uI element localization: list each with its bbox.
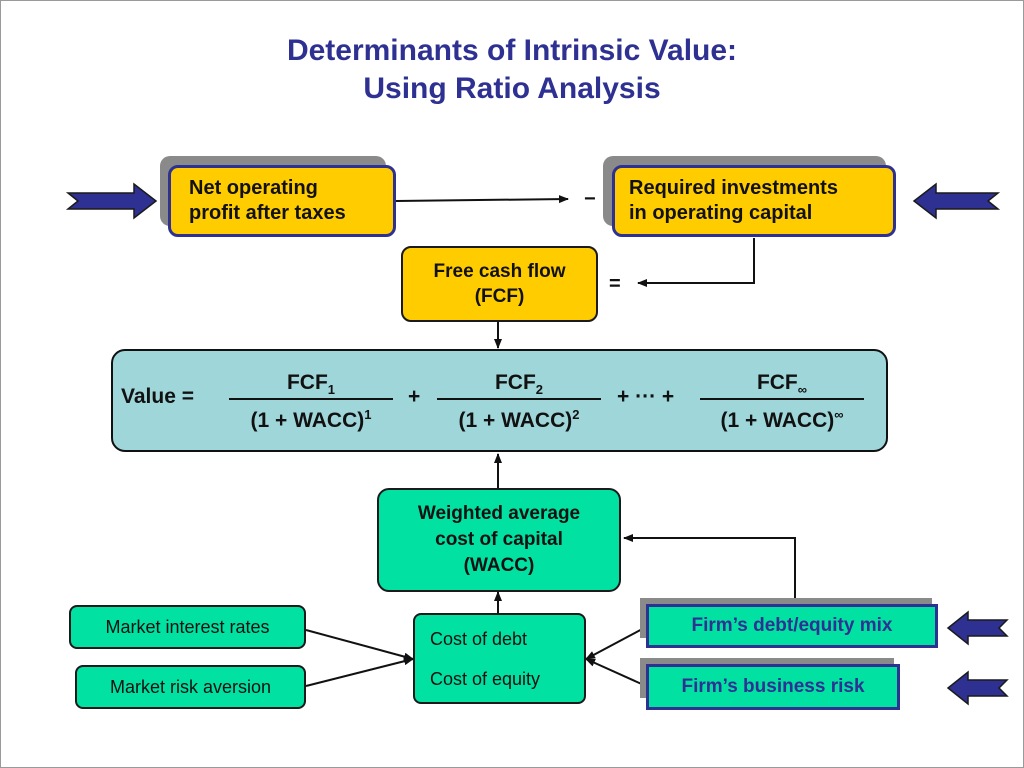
term-1-fraction-bar [229, 398, 393, 400]
investments-line-2: in operating capital [629, 202, 813, 224]
cost-of-equity-label: Cost of equity [430, 668, 541, 689]
slide-title: Determinants of Intrinsic Value: Using R… [0, 32, 1024, 108]
cost-of-capital-components-box: Cost of debt Cost of equity [413, 613, 586, 704]
wacc-line-3: (WACC) [463, 555, 535, 576]
title-line-2: Using Ratio Analysis [363, 72, 661, 105]
market-interest-rates-box: Market interest rates [69, 605, 306, 649]
wacc-box: Weighted average cost of capital (WACC) [377, 488, 621, 592]
formula-term-3: FCF∞ (1 + WACC)∞ [700, 370, 864, 432]
market-risk-aversion-label: Market risk aversion [109, 676, 272, 697]
nopat-box: Net operating profit after taxes [168, 165, 396, 237]
term-1-denominator: (1 + WACC)1 [250, 407, 372, 432]
value-label: Value = [121, 385, 194, 408]
investments-line-1: Required investments [629, 177, 838, 199]
mix-to-cost-line [585, 626, 647, 660]
left-input-arrow-icon [65, 182, 158, 220]
rates-to-cost-line [305, 629, 414, 661]
fcf-line-2: (FCF) [474, 286, 525, 307]
nopat-line-1: Net operating [189, 177, 318, 199]
business-risk-label: Firm’s business risk [681, 676, 865, 697]
mix-input-arrow-icon [946, 610, 1009, 646]
minus-operator: − [584, 188, 596, 210]
nopat-line-2: profit after taxes [189, 202, 346, 224]
term-3-denominator: (1 + WACC)∞ [720, 407, 844, 432]
formula-term-2: FCF2 (1 + WACC)2 [437, 370, 601, 432]
market-interest-rates-label: Market interest rates [105, 616, 270, 637]
nopat-to-minus-line [395, 195, 569, 204]
market-risk-aversion-box: Market risk aversion [75, 665, 306, 709]
investments-box: Required investments in operating capita… [612, 165, 896, 237]
fcf-box: Free cash flow (FCF) [401, 246, 598, 322]
debt-equity-mix-label: Firm’s debt/equity mix [691, 615, 893, 636]
plus-dots-plus-operator: + ··· + [617, 385, 675, 408]
wacc-line-2: cost of capital [435, 529, 563, 550]
cost-of-debt-label: Cost of debt [430, 628, 528, 649]
wacc-line-1: Weighted average [417, 503, 581, 524]
term-3-numerator: FCF∞ [756, 371, 808, 398]
business-risk-box: Firm’s business risk [646, 664, 900, 710]
fcf-line-1: Free cash flow [433, 261, 566, 282]
debt-equity-mix-box: Firm’s debt/equity mix [646, 604, 938, 648]
plus-operator-1: + [408, 385, 421, 408]
risk-aversion-to-cost-line [305, 657, 414, 687]
formula-term-1: FCF1 (1 + WACC)1 [229, 370, 393, 432]
value-formula-box [111, 349, 888, 452]
investments-to-equals-line [637, 238, 755, 287]
term-2-numerator: FCF2 [494, 371, 544, 398]
right-input-arrow-icon [912, 182, 1001, 220]
mix-to-wacc-line [623, 534, 796, 604]
term-1-numerator: FCF1 [286, 371, 336, 398]
term-2-denominator: (1 + WACC)2 [458, 407, 580, 432]
business-risk-to-cost-line [585, 658, 647, 687]
risk-input-arrow-icon [946, 670, 1009, 706]
title-line-1: Determinants of Intrinsic Value: [286, 34, 738, 67]
term-3-fraction-bar [700, 398, 864, 400]
term-2-fraction-bar [437, 398, 601, 400]
equals-operator: = [609, 273, 621, 295]
